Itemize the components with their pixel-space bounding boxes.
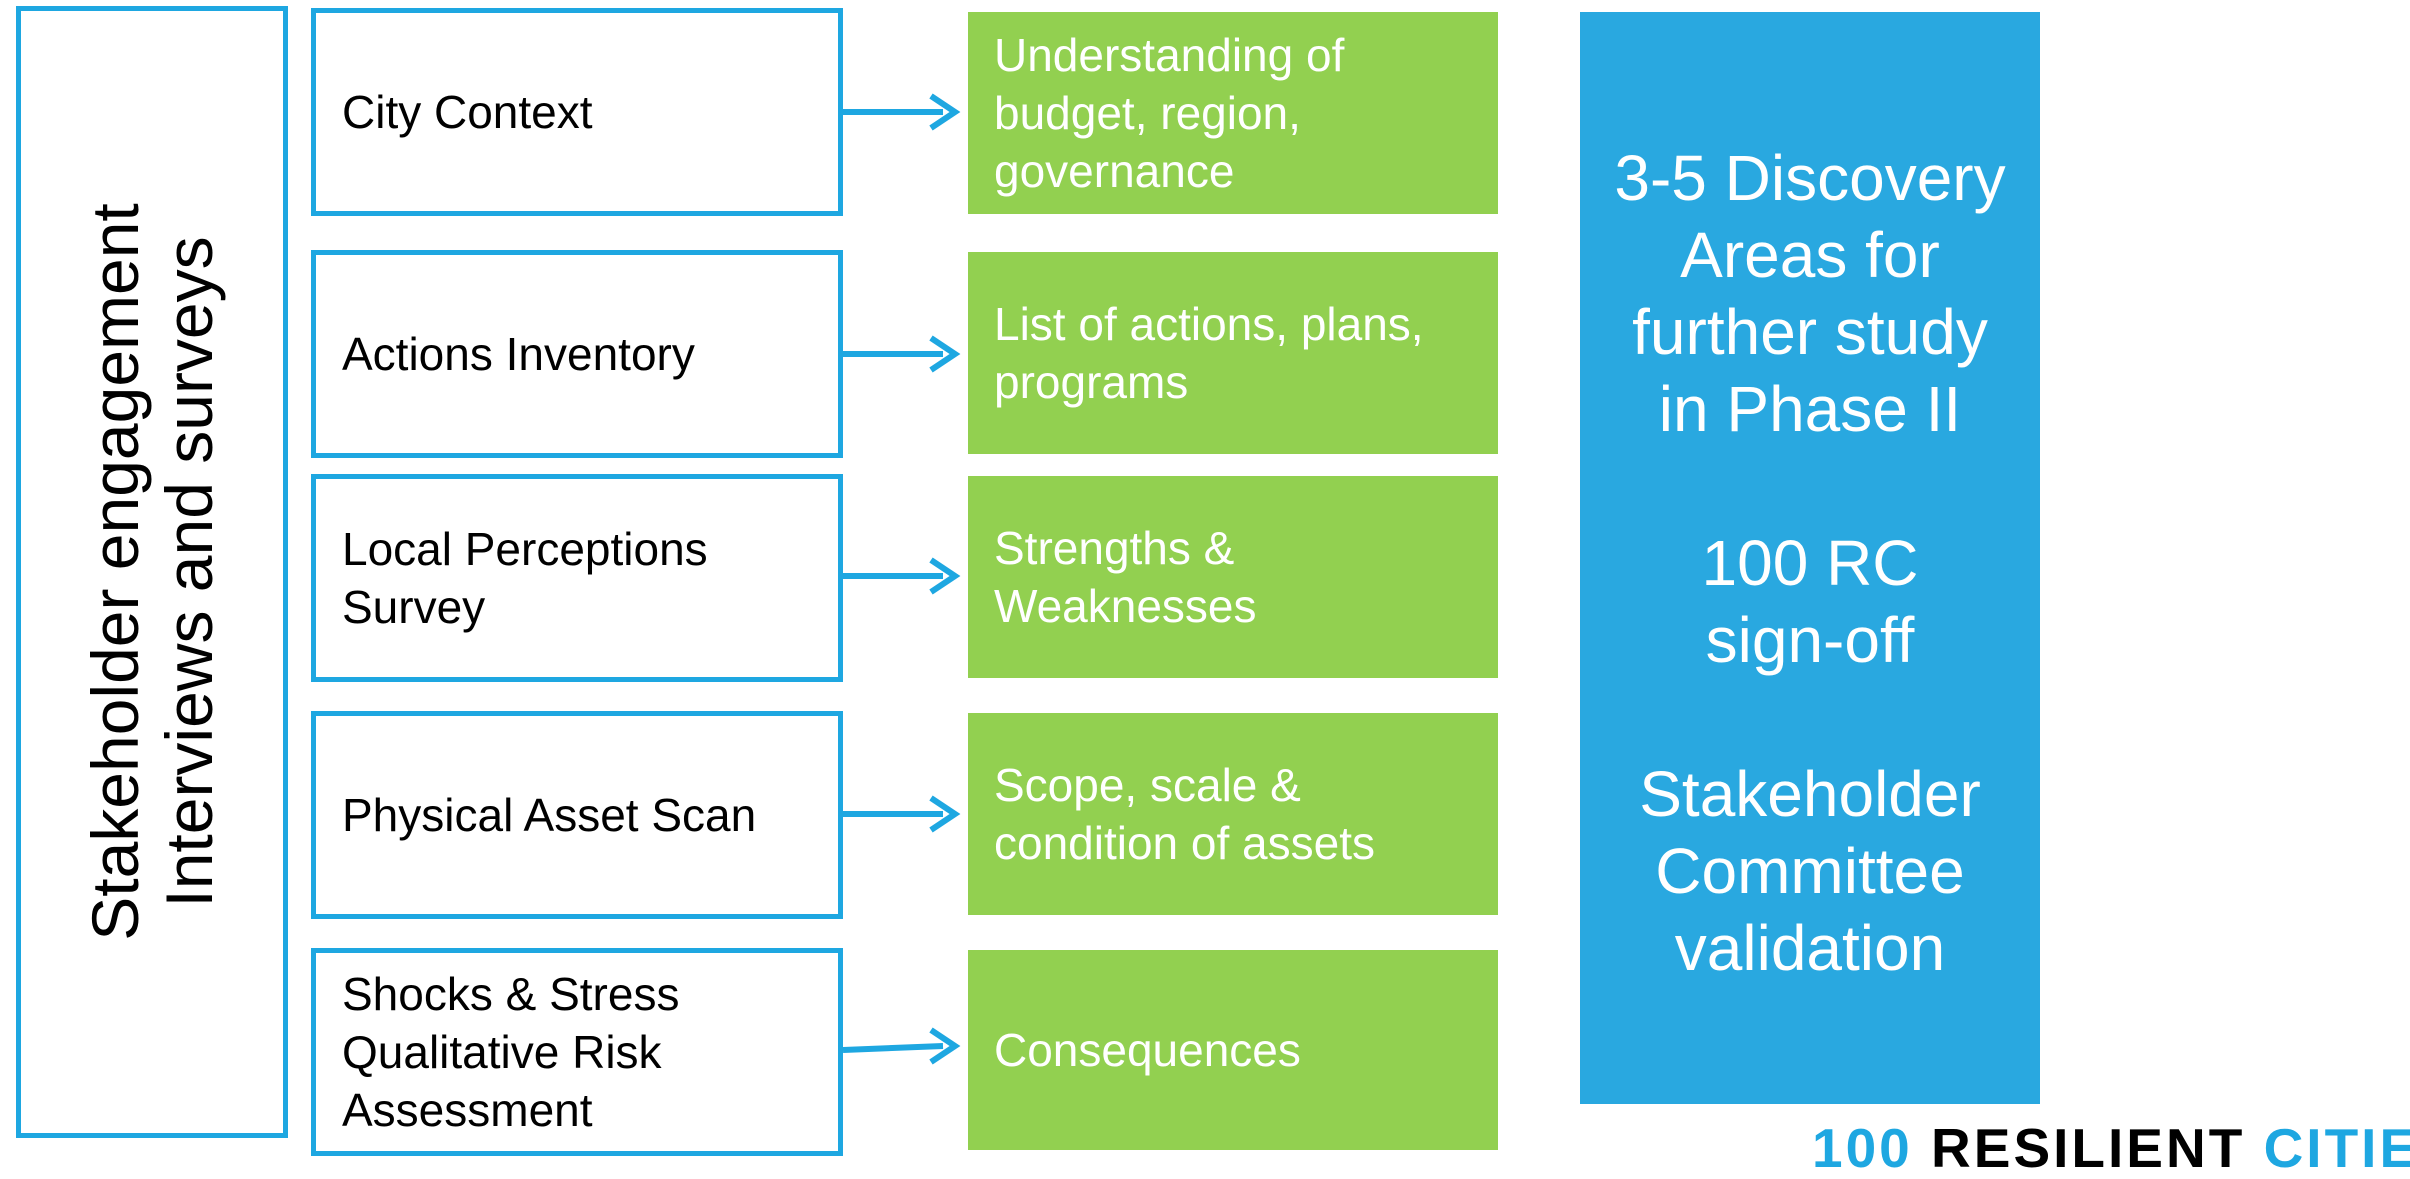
discovery-areas-panel: 3-5 Discovery Areas for further study in… bbox=[1580, 12, 2040, 1104]
signoff-text: 100 RC sign-off bbox=[1701, 527, 1919, 676]
left-panel-line2: Interviews and surveys bbox=[152, 236, 226, 908]
stage-box-local-perceptions: Local Perceptions Survey bbox=[311, 474, 843, 682]
discovery-areas-text: 3-5 Discovery Areas for further study in… bbox=[1614, 142, 2006, 445]
stakeholder-engagement-text: Stakeholder engagement Interviews and su… bbox=[78, 72, 226, 1072]
outcome-label: List of actions, plans, programs bbox=[994, 298, 1424, 408]
logo-resilient: RESILIENT bbox=[1931, 1117, 2246, 1179]
stage-box-physical-asset-scan: Physical Asset Scan bbox=[311, 711, 843, 919]
outcome-label: Consequences bbox=[994, 1024, 1301, 1076]
stage-label: Physical Asset Scan bbox=[342, 789, 757, 841]
stage-label: City Context bbox=[342, 86, 593, 138]
logo-number: 100 bbox=[1812, 1117, 1913, 1179]
arrow-right-icon bbox=[843, 1027, 961, 1065]
stage-label: Shocks & Stress Qualitative Risk Assessm… bbox=[342, 968, 680, 1136]
arrow-right-icon bbox=[843, 795, 961, 833]
logo-cities: CITIES bbox=[2263, 1117, 2410, 1179]
stakeholder-engagement-panel: Stakeholder engagement Interviews and su… bbox=[16, 6, 288, 1138]
stage-box-city-context: City Context bbox=[311, 8, 843, 216]
outcome-box-strengths: Strengths & Weaknesses bbox=[968, 476, 1498, 678]
stage-box-shocks-stress: Shocks & Stress Qualitative Risk Assessm… bbox=[311, 948, 843, 1156]
arrow-right-icon bbox=[843, 335, 961, 373]
outcome-box-actions-list: List of actions, plans, programs bbox=[968, 252, 1498, 454]
arrow-right-icon bbox=[843, 93, 961, 131]
stage-label: Actions Inventory bbox=[342, 328, 695, 380]
stage-label: Local Perceptions Survey bbox=[342, 523, 708, 633]
left-panel-line1: Stakeholder engagement bbox=[78, 203, 152, 941]
stage-box-actions-inventory: Actions Inventory bbox=[311, 250, 843, 458]
outcome-box-understanding: Understanding of budget, region, governa… bbox=[968, 12, 1498, 214]
outcome-box-scope-scale: Scope, scale & condition of assets bbox=[968, 713, 1498, 915]
outcome-box-consequences: Consequences bbox=[968, 950, 1498, 1150]
outcome-label: Strengths & Weaknesses bbox=[994, 522, 1257, 632]
100-resilient-cities-logo: 100 RESILIENT CITIES bbox=[1812, 1118, 2410, 1178]
outcome-label: Understanding of budget, region, governa… bbox=[994, 29, 1345, 197]
arrow-right-icon bbox=[843, 557, 961, 595]
committee-validation-text: Stakeholder Committee validation bbox=[1639, 758, 1981, 984]
outcome-label: Scope, scale & condition of assets bbox=[994, 759, 1376, 869]
